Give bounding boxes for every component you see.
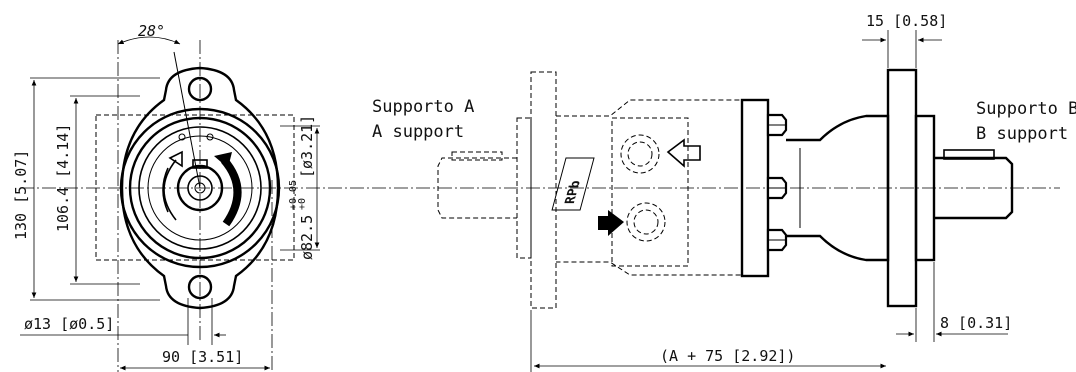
rotation-arrow-filled-head: [214, 152, 232, 168]
bolt-spacing-label: 90 [3.51]: [162, 348, 243, 366]
height-total-label: 130 [5.07]: [12, 150, 30, 240]
support-a-english: A support: [372, 122, 464, 142]
logo-text: RPb: [563, 181, 584, 204]
hidden-port-upper: [620, 134, 660, 174]
support-b-pilot: [914, 114, 936, 262]
side-view: Supporto A A support RPb: [372, 12, 1076, 372]
support-b-english: B support: [976, 124, 1068, 144]
hole-diameter-label: ø13 [ø0.5]: [24, 315, 114, 333]
front-hole-bottom: [187, 274, 213, 300]
right-dia-small-label: [ø3.21]: [298, 115, 316, 178]
front-hole-top: [187, 76, 213, 102]
front-port-dot-left: [178, 133, 186, 141]
tol-upper-label: +0.05: [288, 180, 299, 210]
right-dia-main-label: ø82.5: [298, 215, 316, 260]
logo-box: [551, 157, 595, 211]
hidden-port-lower-inner: [633, 209, 659, 235]
length-label: (A + 75 [2.92]): [660, 347, 795, 365]
support-b-italian: Supporto B: [976, 99, 1076, 119]
angle-label: 28°: [138, 22, 165, 40]
rotation-arrow-outline: [162, 159, 177, 221]
support-a-shaft: [437, 157, 517, 219]
flange-thickness-label: 15 [0.58]: [866, 12, 947, 30]
rotation-arrow-outline-head: [168, 150, 183, 168]
support-a-shaft-key: [451, 151, 503, 161]
height-inner-label: 106.4 [4.14]: [54, 124, 72, 232]
front-port-dot-right: [206, 133, 214, 141]
hidden-port-upper-inner: [627, 141, 653, 167]
front-view: 28° 130 [5.07] 106.4 [4.14] ø13 [ø0.5] 9…: [12, 22, 1060, 372]
tol-lower-label: +0: [297, 198, 308, 210]
flow-arrow-filled: [598, 210, 624, 236]
hidden-body: [556, 99, 743, 276]
hidden-port-block: [611, 117, 689, 267]
flow-arrow-outline: [666, 138, 701, 168]
support-a-flange: [530, 71, 557, 309]
support-a-italian: Supporto A: [372, 97, 474, 117]
rotation-arrow-filled: [220, 157, 242, 227]
hidden-port-lower: [626, 202, 666, 242]
front-hidden-outline: [95, 114, 295, 261]
pilot-depth-label: 8 [0.31]: [940, 314, 1012, 332]
support-a-pilot: [516, 117, 532, 259]
support-b-shaft-key: [943, 149, 995, 160]
